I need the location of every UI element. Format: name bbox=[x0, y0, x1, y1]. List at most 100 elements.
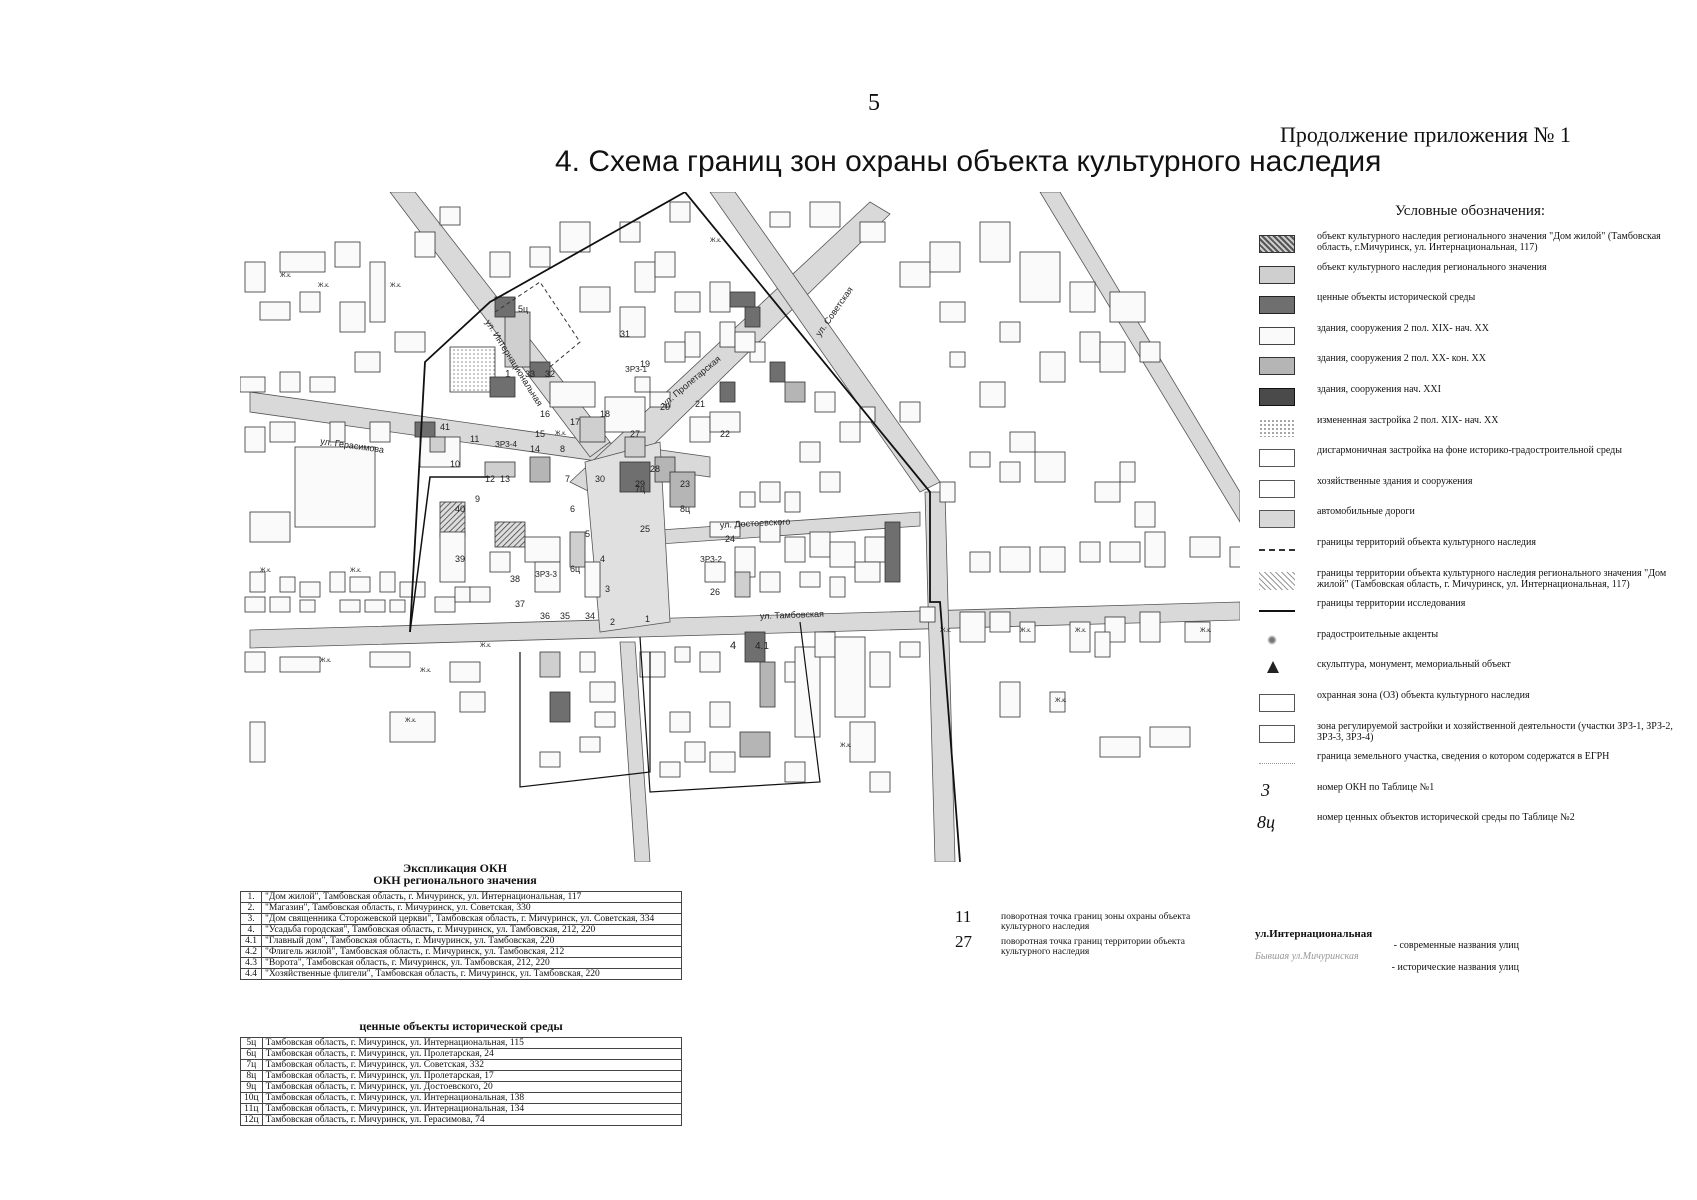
building-label: Ж.к. bbox=[840, 743, 852, 749]
building-label: Ж.к. bbox=[420, 668, 432, 674]
turn-point-number: 10 bbox=[450, 459, 460, 469]
turn-point-number: 32 bbox=[545, 369, 555, 379]
building bbox=[354, 351, 381, 373]
building bbox=[899, 261, 931, 288]
building bbox=[729, 291, 756, 308]
building-label: Ж.к. bbox=[260, 568, 272, 574]
building bbox=[244, 261, 266, 293]
legend-symbol-okn: 3 bbox=[1261, 779, 1270, 800]
building bbox=[529, 246, 551, 268]
legend-item: скульптура, монумент, мемориальный объек… bbox=[1255, 657, 1695, 688]
row-number: 10ц bbox=[240, 1092, 263, 1104]
legend-item: измененная застройка 2 пол. XIX- нач. XX bbox=[1255, 413, 1695, 444]
building-label: Ж.к. bbox=[280, 273, 292, 279]
page-title: 4. Схема границ зон охраны объекта культ… bbox=[555, 145, 1382, 178]
legend-title: Условные обозначения: bbox=[1394, 203, 1546, 219]
building bbox=[579, 736, 601, 753]
building bbox=[279, 656, 321, 673]
building bbox=[794, 646, 821, 738]
row-text: Тамбовская область, г. Мичуринск, ул. Пр… bbox=[261, 1048, 683, 1060]
building bbox=[604, 396, 646, 433]
legend-symbol-hatch bbox=[1259, 235, 1295, 253]
row-text: "Магазин", Тамбовская область, г. Мичури… bbox=[261, 902, 682, 914]
legend-text: измененная застройка 2 пол. XIX- нач. XX bbox=[1317, 414, 1499, 426]
building bbox=[369, 651, 411, 668]
building bbox=[939, 301, 966, 323]
street-names-legend: ул.Интернациональная - современные назва… bbox=[1255, 928, 1525, 973]
building bbox=[814, 391, 836, 413]
legend-text: номер ценных объектов исторической среды… bbox=[1317, 812, 1575, 824]
building bbox=[1049, 691, 1066, 713]
building bbox=[734, 331, 756, 353]
building-label: Ж.к. bbox=[940, 628, 952, 634]
building bbox=[799, 571, 821, 588]
building bbox=[484, 461, 516, 478]
legend-text: ценные объекты исторической среды bbox=[1317, 292, 1476, 304]
row-text: "Главный дом", Тамбовская область, г. Ми… bbox=[261, 935, 682, 947]
building bbox=[859, 221, 886, 243]
building bbox=[579, 286, 611, 313]
building bbox=[549, 381, 596, 408]
turn-point-number: 40 bbox=[455, 504, 465, 514]
zone-label: ЗРЗ-1 bbox=[625, 365, 647, 374]
turn-point-number: 34 bbox=[585, 611, 595, 621]
legend-symbol-dash bbox=[1259, 548, 1295, 551]
okn-number: 1 bbox=[505, 369, 511, 380]
turn-point-number: 39 bbox=[455, 554, 465, 564]
building bbox=[1139, 611, 1161, 643]
building bbox=[439, 206, 461, 226]
building bbox=[494, 296, 516, 318]
building bbox=[489, 251, 511, 278]
okn-row: 4.3"Ворота", Тамбовская область, г. Мичу… bbox=[240, 957, 682, 969]
turn-point-number: 4 bbox=[600, 554, 605, 564]
turn-point-number: 27 bbox=[630, 429, 640, 439]
legend-symbol-dgray bbox=[1259, 296, 1295, 315]
building bbox=[854, 561, 881, 583]
turn-point-number: 14 bbox=[530, 444, 540, 454]
legend-text: объект культурного наследия региональног… bbox=[1317, 261, 1547, 273]
building bbox=[949, 351, 966, 368]
building bbox=[624, 436, 646, 458]
building bbox=[759, 481, 781, 503]
okn-number: 4.1 bbox=[755, 641, 769, 652]
building bbox=[969, 551, 991, 573]
okn-row: 2."Магазин", Тамбовская область, г. Мичу… bbox=[240, 902, 682, 914]
legend-text: объект культурного наследия региональног… bbox=[1317, 231, 1661, 253]
building bbox=[244, 651, 266, 673]
street-historical-desc: - исторические названия улиц bbox=[1391, 962, 1519, 973]
turn-point-number: 37 bbox=[515, 599, 525, 609]
building bbox=[1079, 331, 1101, 363]
building bbox=[639, 651, 666, 678]
building bbox=[979, 381, 1006, 408]
building bbox=[559, 221, 591, 253]
turn-point-number: 23 bbox=[680, 479, 690, 489]
building bbox=[364, 599, 386, 613]
building bbox=[269, 421, 296, 443]
building bbox=[1034, 451, 1066, 483]
row-text: Тамбовская область, г. Мичуринск, ул. Пр… bbox=[261, 1070, 683, 1082]
building bbox=[929, 241, 961, 273]
building bbox=[899, 401, 921, 423]
row-number: 12ц bbox=[240, 1114, 263, 1126]
turn-point-number: 11 bbox=[955, 907, 972, 926]
centre-table-title: ценные объекты исторической среды bbox=[359, 1019, 563, 1033]
building bbox=[1094, 481, 1121, 503]
turn-point-number: 36 bbox=[540, 611, 550, 621]
turn-point-number: 31 bbox=[620, 329, 630, 339]
building bbox=[814, 631, 836, 658]
street-modern-desc: - современные названия улиц bbox=[1393, 940, 1519, 951]
legend-text: здания, сооружения нач. XXI bbox=[1317, 383, 1441, 395]
building bbox=[839, 421, 861, 443]
building bbox=[329, 571, 346, 593]
building bbox=[414, 231, 436, 258]
turn-point-number: 35 bbox=[560, 611, 570, 621]
building bbox=[884, 521, 901, 583]
building bbox=[744, 631, 766, 663]
legend-symbol-dots bbox=[1259, 418, 1295, 437]
building bbox=[619, 306, 646, 338]
